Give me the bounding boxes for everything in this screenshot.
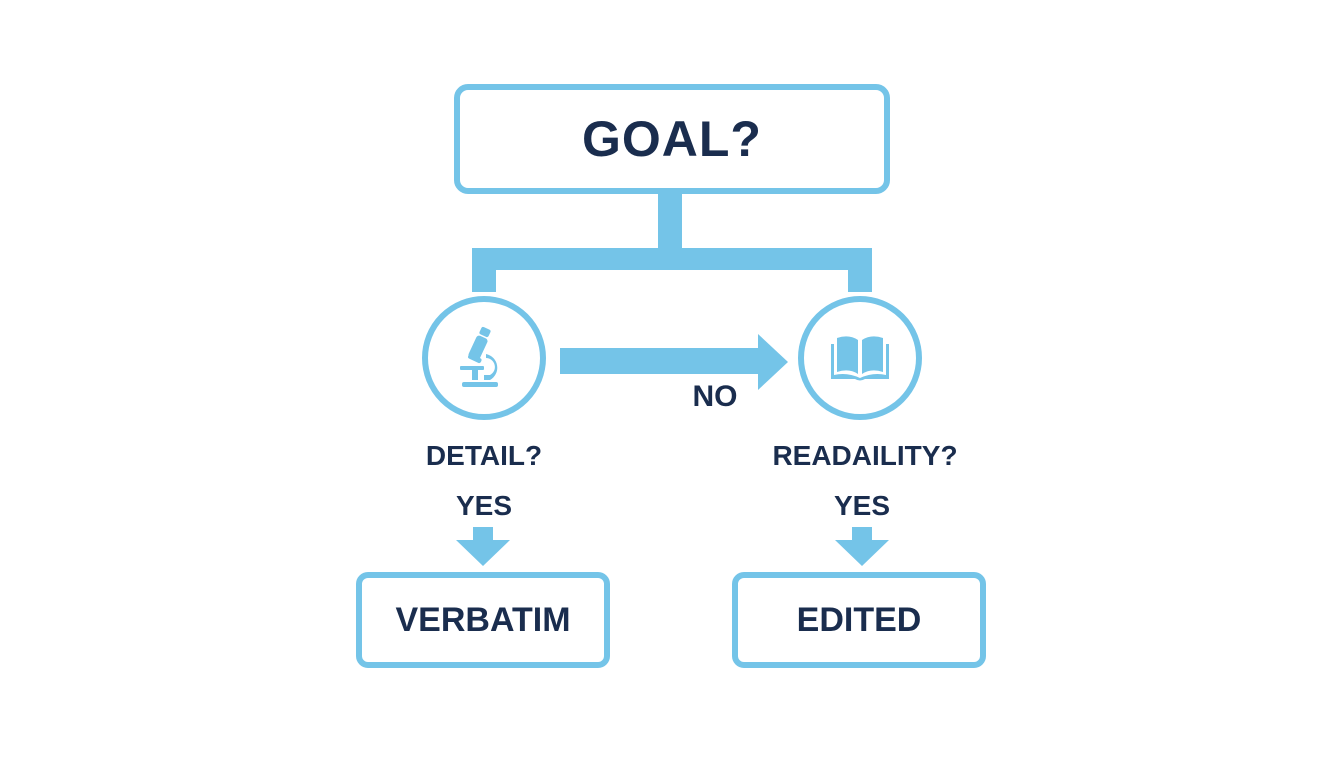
verbatim-label: VERBATIM (395, 600, 571, 639)
no-arrow-shaft (560, 348, 760, 374)
detail-arrow-shaft (473, 527, 493, 541)
connector-horizontal (472, 248, 872, 270)
connector-stem (658, 192, 682, 252)
detail-arrow-head (456, 540, 510, 566)
readability-question: READAILITY? (772, 440, 958, 471)
readability-answer: YES (833, 490, 891, 521)
connector-left-drop (472, 248, 496, 292)
detail-answer: YES (455, 490, 513, 521)
open-book-icon (831, 336, 889, 381)
readability-arrow-head (835, 540, 889, 566)
no-arrow-head (758, 334, 788, 390)
no-label: NO (692, 380, 738, 413)
connector-right-drop (848, 248, 872, 292)
microscope-icon (460, 326, 498, 387)
readability-arrow-shaft (852, 527, 872, 541)
edited-box: EDITED (732, 572, 986, 668)
detail-question: DETAIL? (425, 440, 543, 471)
detail-node (422, 296, 546, 420)
goal-label: GOAL? (582, 111, 762, 167)
edited-label: EDITED (796, 600, 922, 639)
goal-box: GOAL? (454, 84, 890, 194)
verbatim-box: VERBATIM (356, 572, 610, 668)
readability-node (798, 296, 922, 420)
